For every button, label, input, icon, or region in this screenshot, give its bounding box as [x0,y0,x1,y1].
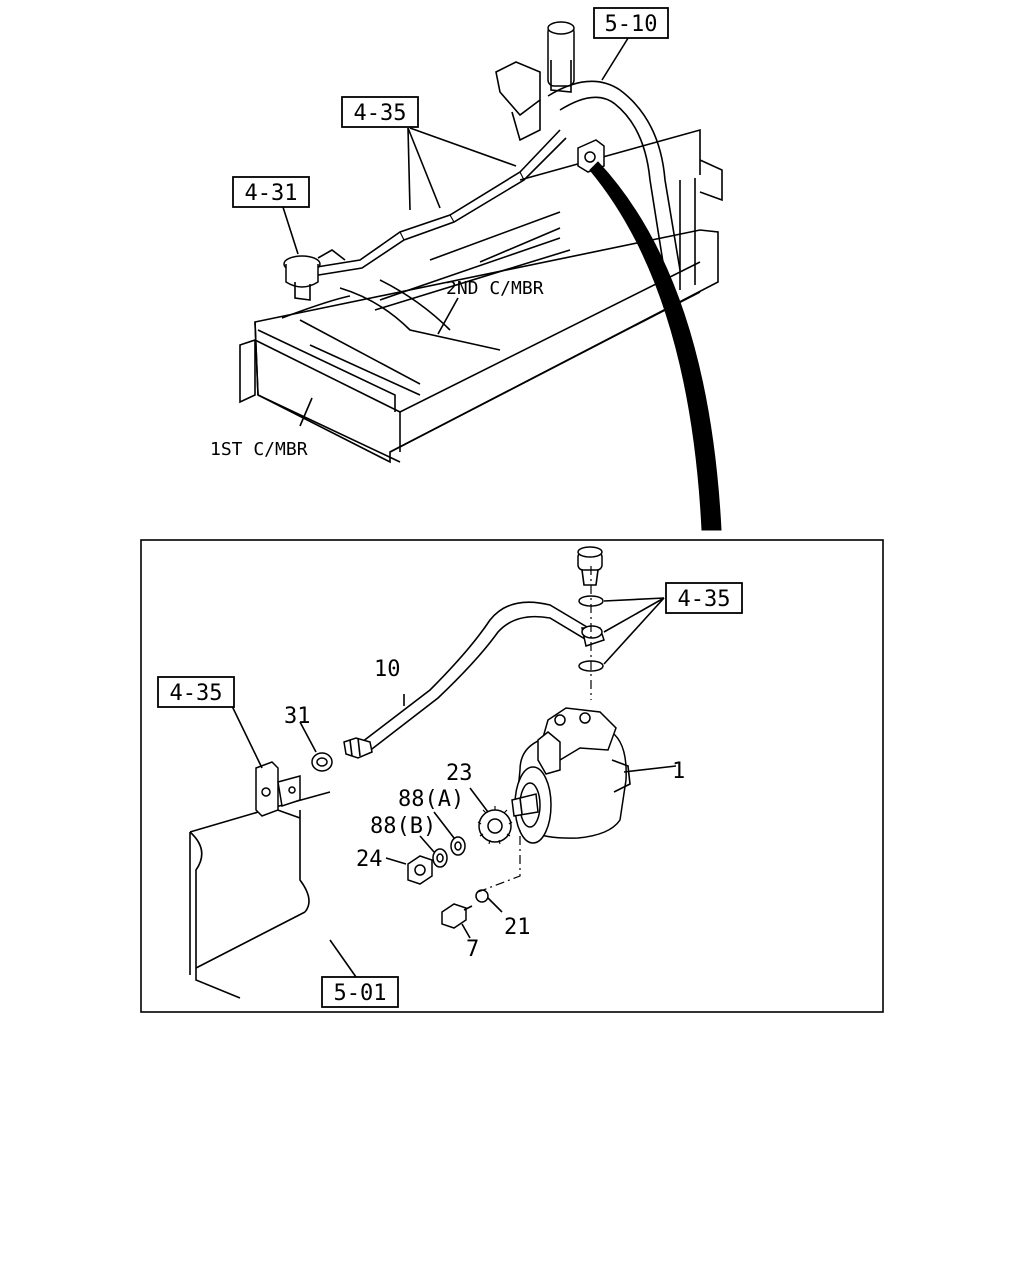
ref-box-5-01[interactable]: 5-01 [321,976,399,1008]
ref-label-4-35-left: 4-35 [170,681,223,706]
part-number-31: 31 [284,704,311,729]
part-number-88b: 88(B) [370,814,436,839]
first-crossmember-label: 1ST C/MBR [210,439,308,460]
part-number-7: 7 [466,937,479,962]
ref-label-4-35-top: 4-35 [354,101,407,126]
detail-view [189,546,677,999]
ref-box-4-35-right[interactable]: 4-35 [665,582,743,614]
part-number-23: 23 [446,761,473,786]
part-number-88a: 88(A) [398,787,464,812]
ref-box-4-35-top[interactable]: 4-35 [341,96,419,128]
part-number-24: 24 [356,847,383,872]
leader-5-01 [329,939,357,978]
part-number-10: 10 [374,657,401,682]
ref-box-5-10[interactable]: 5-10 [593,7,669,39]
second-crossmember-label: 2ND C/MBR [446,278,544,299]
ref-label-4-31: 4-31 [245,181,298,206]
chassis-frame-view [239,21,723,464]
ref-label-4-35-right: 4-35 [678,587,731,612]
ref-label-5-01: 5-01 [334,981,387,1006]
detail-frame [140,539,884,1013]
ref-box-4-35-left[interactable]: 4-35 [157,676,235,708]
detail-callout-arc [589,161,722,531]
part-number-1: 1 [672,759,685,784]
ref-box-4-31[interactable]: 4-31 [232,176,310,208]
part-number-21: 21 [504,915,531,940]
ref-label-5-10: 5-10 [605,12,658,37]
